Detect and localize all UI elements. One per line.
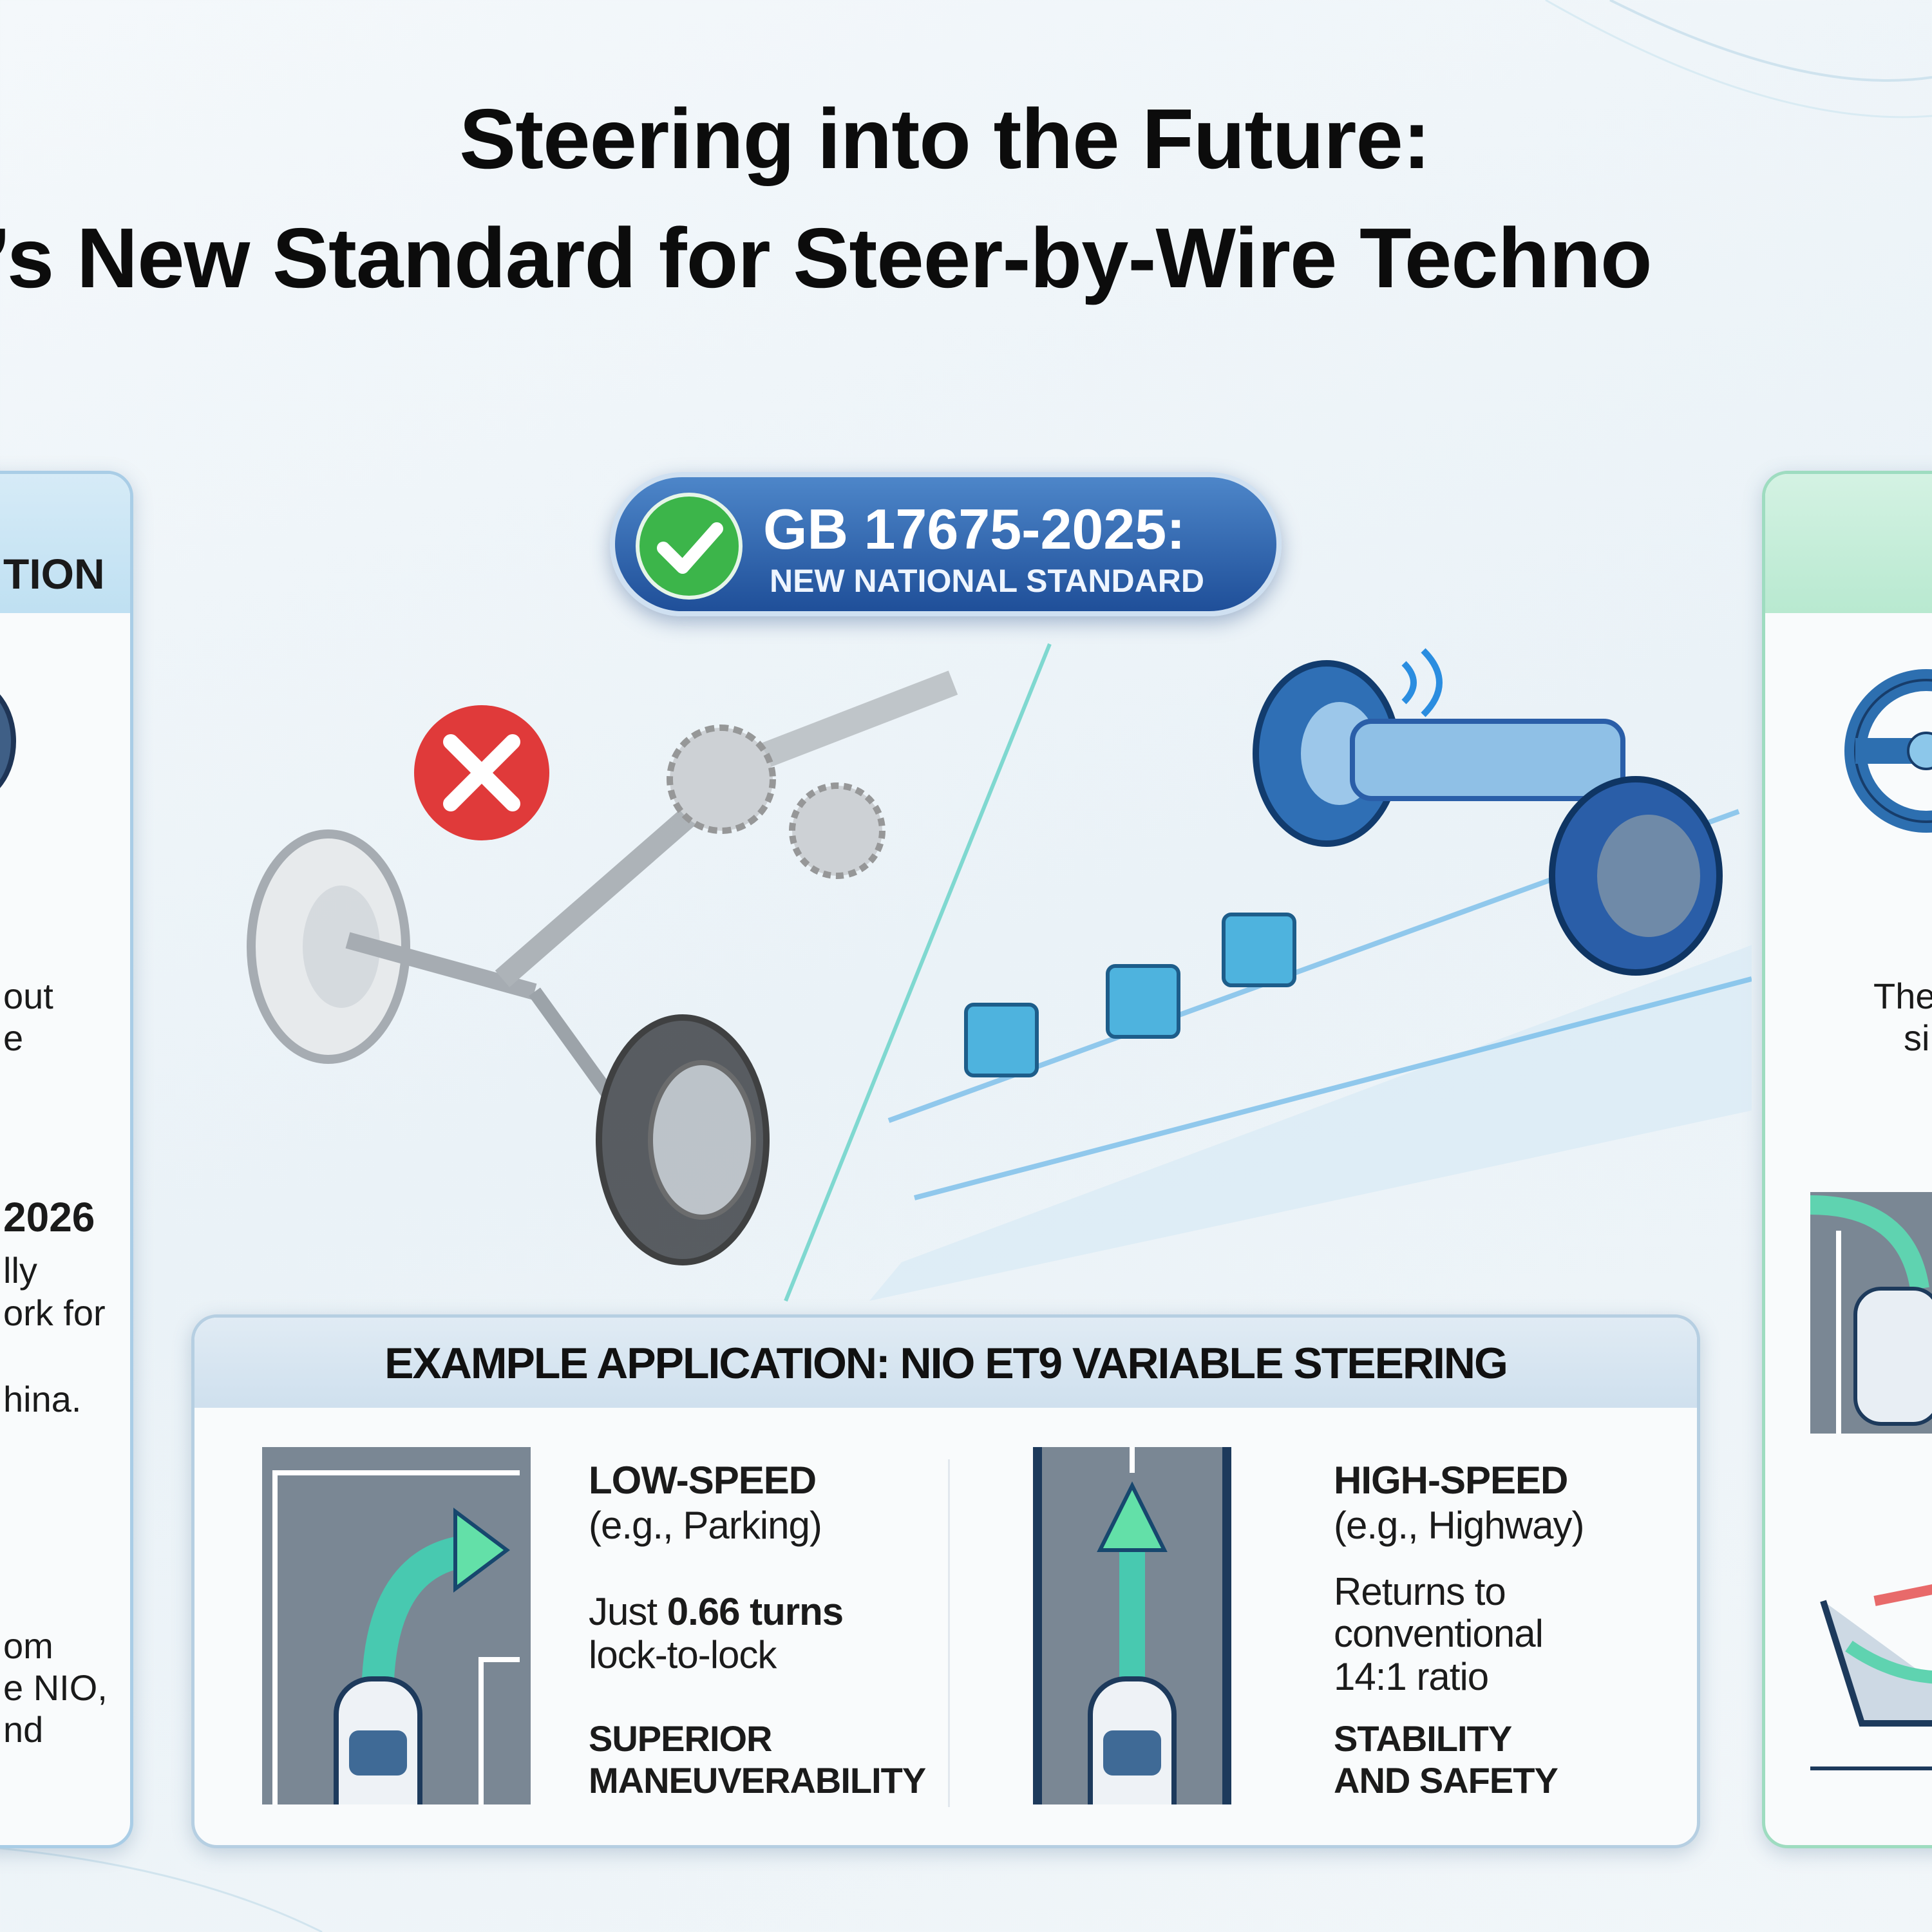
right-text: The [1873,976,1932,1016]
left-text: ork for [3,1293,106,1333]
x-circle-icon [414,705,549,840]
car-seat-icon [1810,1584,1932,1770]
left-text-year: 2026 [3,1194,95,1240]
example-divider [948,1459,950,1807]
left-text: om [3,1625,53,1666]
turns-suffix: turns [739,1590,844,1633]
high-speed-line-2: conventional [1334,1612,1544,1655]
standard-badge: GB 17675-2025: NEW NATIONAL STANDARD [610,472,1282,616]
left-text: nd [3,1709,44,1750]
right-panel-header [1765,474,1932,613]
example-application-panel: EXAMPLE APPLICATION: NIO ET9 VARIABLE ST… [191,1314,1700,1848]
high-speed-highway-icon [1033,1447,1231,1804]
parking-map-icon [1810,1192,1932,1434]
high-speed-example: (e.g., Highway) [1334,1504,1584,1547]
low-speed-benefit-1: SUPERIOR [589,1718,772,1759]
left-text: e [3,1018,24,1058]
low-speed-benefit-2: MANEUVERABILITY [589,1760,926,1801]
example-panel-header [194,1318,1697,1408]
badge-code: GB 17675-2025: [763,497,1186,561]
low-speed-title: LOW-SPEED [589,1459,817,1502]
low-speed-turns: Just 0.66 turns [589,1589,844,1634]
right-info-panel: The si [1762,471,1932,1848]
left-info-panel: TION out e 2026 lly ork for hina. om e N… [0,471,133,1848]
turns-prefix: Just [589,1590,667,1633]
title-line-2: ’s New Standard for Steer-by-Wire Techno [0,211,1653,305]
low-speed-lock: lock-to-lock [589,1633,777,1676]
steering-comparison-illustration [247,643,1752,1302]
left-panel-header-text: TION [3,550,105,598]
high-speed-ratio: 14:1 ratio [1334,1655,1489,1698]
check-circle-icon [636,493,743,600]
left-panel-icon [0,680,16,802]
high-speed-benefit-2: AND SAFETY [1334,1760,1558,1801]
divider-line [784,643,1052,1302]
badge-subtitle: NEW NATIONAL STANDARD [770,563,1204,599]
title-line-1: Steering into the Future: [459,91,1431,186]
left-panel-header [0,474,130,613]
high-speed-title: HIGH-SPEED [1334,1459,1568,1502]
high-speed-line-1: Returns to [1334,1570,1506,1613]
turns-value: 0.66 [667,1590,741,1633]
left-text: out [3,976,53,1016]
left-text: e NIO, [3,1667,108,1708]
high-speed-benefit-1: STABILITY [1334,1718,1512,1759]
steer-by-wire-system [869,648,1752,1301]
steering-wheel-icon [1844,669,1932,833]
mechanical-steering-system [247,670,958,1265]
left-text: hina. [3,1379,82,1419]
right-text: si [1904,1018,1930,1058]
left-text: lly [3,1250,37,1291]
example-header-text: EXAMPLE APPLICATION: NIO ET9 VARIABLE ST… [384,1339,1508,1388]
low-speed-example: (e.g., Parking) [589,1504,822,1547]
low-speed-parking-icon [262,1447,531,1804]
